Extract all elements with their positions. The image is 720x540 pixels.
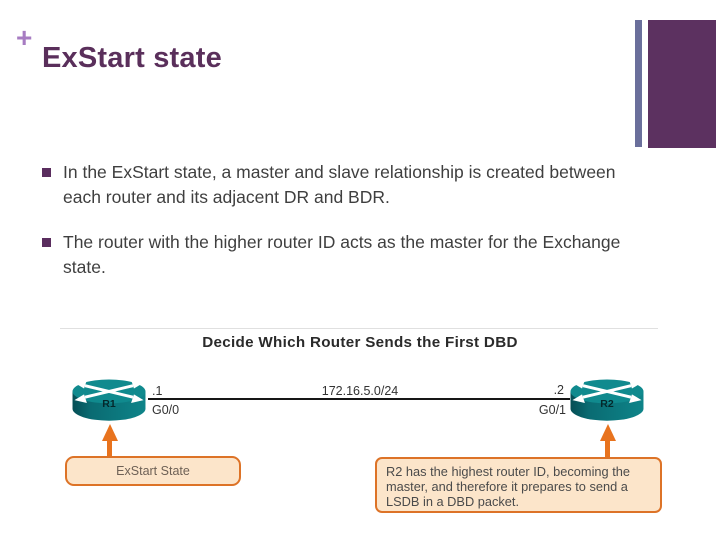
router-icon-r1: R1 xyxy=(72,379,146,421)
r1-ip-label: .1 xyxy=(152,384,163,398)
callout-text: ExStart State xyxy=(116,464,190,478)
slide-title: ExStart state xyxy=(42,42,222,74)
figure-title: Decide Which Router Sends the First DBD xyxy=(202,334,518,351)
r2-interface-label: G0/1 xyxy=(538,403,566,417)
accent-bar-thin xyxy=(635,20,642,147)
callout-exstart-state: ExStart State xyxy=(65,456,241,486)
bullet-item: The router with the higher router ID act… xyxy=(42,230,632,280)
r1-interface-label: G0/0 xyxy=(152,403,180,417)
network-link-line xyxy=(148,398,570,400)
router-icon-r2: R2 xyxy=(570,379,644,421)
callout-text: R2 has the highest router ID, becoming t… xyxy=(386,464,630,509)
router-arrows-icon xyxy=(74,379,144,403)
router-label: R1 xyxy=(102,398,116,410)
router-label: R2 xyxy=(600,398,614,410)
bullet-item: In the ExStart state, a master and slave… xyxy=(42,160,632,210)
connector-line xyxy=(107,439,112,458)
network-label: 172.16.5.0/24 xyxy=(321,384,399,398)
up-arrow-icon xyxy=(102,424,118,441)
bullet-text: The router with the higher router ID act… xyxy=(63,232,621,277)
router-arrows-icon xyxy=(572,379,642,403)
callout-r2-master: R2 has the highest router ID, becoming t… xyxy=(375,457,662,513)
bullet-list: In the ExStart state, a master and slave… xyxy=(42,160,632,300)
up-arrow-icon xyxy=(600,424,616,441)
bullet-text: In the ExStart state, a master and slave… xyxy=(63,162,616,207)
bullet-square-icon xyxy=(42,238,51,247)
r2-ip-label: .2 xyxy=(553,383,564,397)
figure-top-border xyxy=(60,328,658,329)
plus-icon: + xyxy=(16,22,33,53)
connector-line xyxy=(605,439,610,459)
bullet-square-icon xyxy=(42,168,51,177)
accent-bar-wide xyxy=(648,20,716,148)
